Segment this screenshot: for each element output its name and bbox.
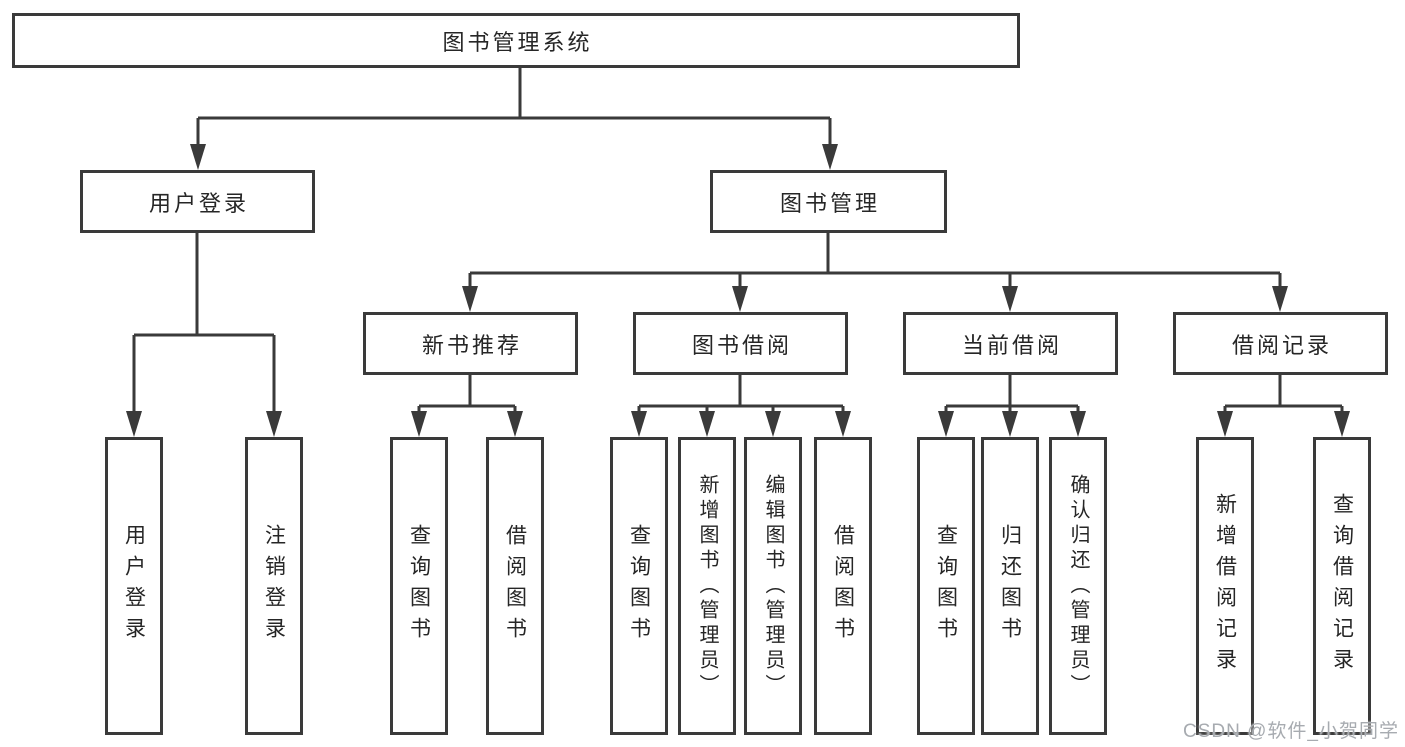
leaf-query-books-recommend-label: 查询图书 (407, 524, 431, 648)
node-new-book-recommendation: 新书推荐 (363, 312, 578, 375)
leaf-query-borrow-record: 查询借阅记录 (1313, 437, 1371, 735)
node-book-management-label: 图书管理 (779, 190, 880, 216)
leaf-add-books-admin: 新增图书（管理员） (678, 437, 736, 735)
node-library-system: 图书管理系统 (12, 13, 1020, 68)
leaf-confirm-return-admin-label: 确认归还（管理员） (1067, 473, 1089, 699)
leaf-query-books-current: 查询图书 (917, 437, 975, 735)
csdn-watermark: CSDN @软件_小贺同学 (1183, 721, 1399, 742)
node-book-borrowing: 图书借阅 (633, 312, 848, 375)
leaf-logout: 注销登录 (245, 437, 303, 735)
node-user-login-label: 用户登录 (148, 190, 249, 216)
leaf-query-books-borrowing: 查询图书 (610, 437, 668, 735)
leaf-user-login: 用户登录 (105, 437, 163, 735)
leaf-borrow-books-recommend: 借阅图书 (486, 437, 544, 735)
node-library-system-label: 图书管理系统 (442, 29, 593, 55)
node-new-book-recommendation-label: 新书推荐 (421, 332, 522, 358)
leaf-add-borrow-record-label: 新增借阅记录 (1213, 493, 1237, 679)
node-book-management: 图书管理 (710, 170, 947, 233)
leaf-query-borrow-record-label: 查询借阅记录 (1330, 493, 1354, 679)
node-user-login: 用户登录 (80, 170, 315, 233)
node-borrowing-records: 借阅记录 (1173, 312, 1388, 375)
leaf-confirm-return-admin: 确认归还（管理员） (1049, 437, 1107, 735)
node-borrowing-records-label: 借阅记录 (1231, 332, 1332, 358)
leaf-query-books-current-label: 查询图书 (934, 524, 958, 648)
leaf-add-borrow-record: 新增借阅记录 (1196, 437, 1254, 735)
leaf-edit-books-admin: 编辑图书（管理员） (744, 437, 802, 735)
leaf-return-books-label: 归还图书 (998, 524, 1022, 648)
node-book-borrowing-label: 图书借阅 (691, 332, 792, 358)
leaf-add-books-admin-label: 新增图书（管理员） (696, 473, 718, 699)
leaf-borrow-books: 借阅图书 (814, 437, 872, 735)
leaf-query-books-recommend: 查询图书 (390, 437, 448, 735)
node-current-borrowing-label: 当前借阅 (961, 332, 1062, 358)
leaf-logout-label: 注销登录 (262, 524, 286, 648)
leaf-edit-books-admin-label: 编辑图书（管理员） (762, 473, 784, 699)
leaf-borrow-books-label: 借阅图书 (831, 524, 855, 648)
leaf-user-login-label: 用户登录 (122, 524, 146, 648)
leaf-return-books: 归还图书 (981, 437, 1039, 735)
leaf-borrow-books-recommend-label: 借阅图书 (503, 524, 527, 648)
leaf-query-books-borrowing-label: 查询图书 (627, 524, 651, 648)
node-current-borrowing: 当前借阅 (903, 312, 1118, 375)
